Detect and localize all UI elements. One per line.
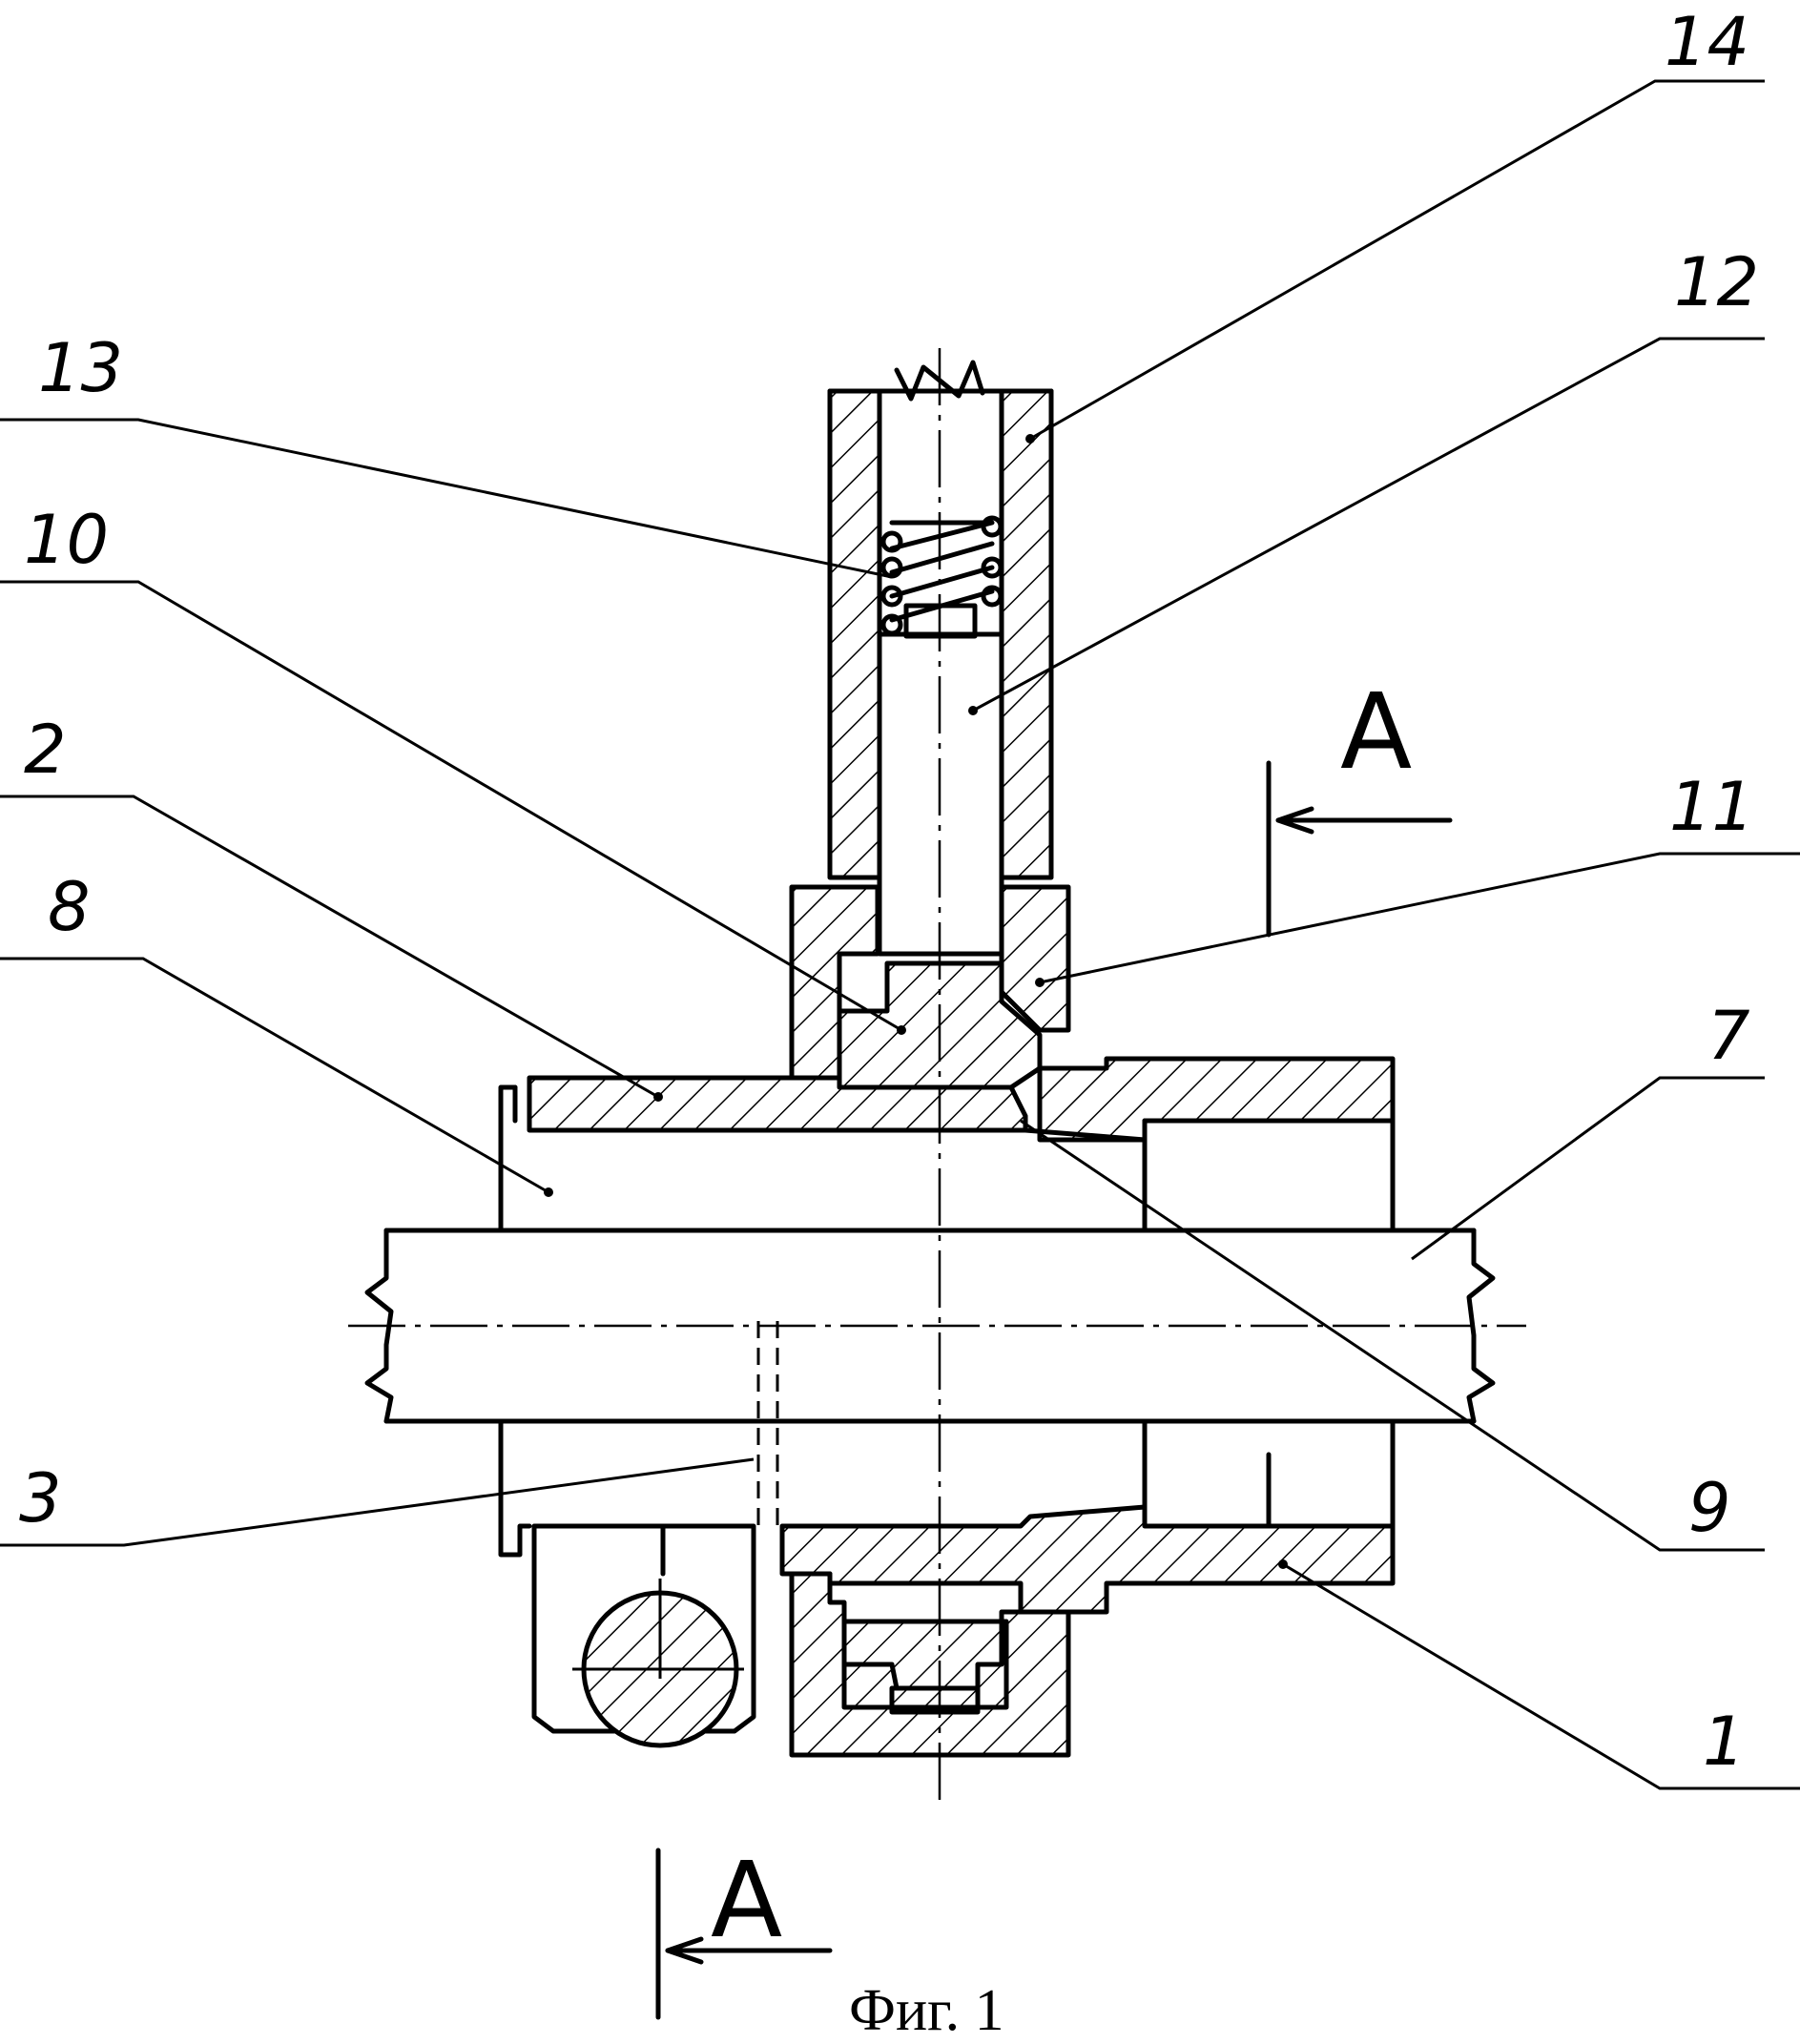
hub: [501, 1087, 1393, 1555]
spring: [883, 518, 1001, 633]
callout-label-7: 7: [1707, 997, 1750, 1075]
callout-10: 10: [0, 501, 906, 1035]
callout-7: 7: [1412, 997, 1765, 1259]
callout-12: 12: [968, 243, 1765, 715]
callout-label-8: 8: [48, 868, 91, 946]
section-label-top: A: [1340, 671, 1412, 793]
section-label-bottom: A: [711, 1839, 782, 1961]
section-arrow-top: A: [1269, 671, 1450, 935]
figure-caption: Фиг. 1: [849, 1978, 1004, 2043]
callout-13: 13: [0, 329, 892, 577]
section-arrow-bottom: A: [658, 1839, 830, 2017]
callout-label-10: 10: [24, 501, 109, 579]
callout-1: 1: [1278, 1559, 1800, 1788]
callout-3: 3: [0, 1459, 754, 1545]
lower-body: [782, 1507, 1393, 1612]
callout-label-12: 12: [1674, 243, 1759, 321]
callout-2: 2: [0, 711, 663, 1102]
callout-8: 8: [0, 868, 553, 1197]
callout-label-14: 14: [1665, 3, 1749, 81]
callout-label-11: 11: [1669, 768, 1754, 846]
callout-label-3: 3: [19, 1459, 62, 1538]
callout-label-13: 13: [38, 329, 123, 407]
clamp: [534, 1526, 754, 1745]
callout-label-9: 9: [1688, 1469, 1731, 1547]
callout-14: 14: [1025, 3, 1765, 444]
callout-11: 11: [1035, 768, 1800, 987]
callout-label-2: 2: [24, 711, 67, 789]
callout-label-1: 1: [1703, 1703, 1746, 1781]
